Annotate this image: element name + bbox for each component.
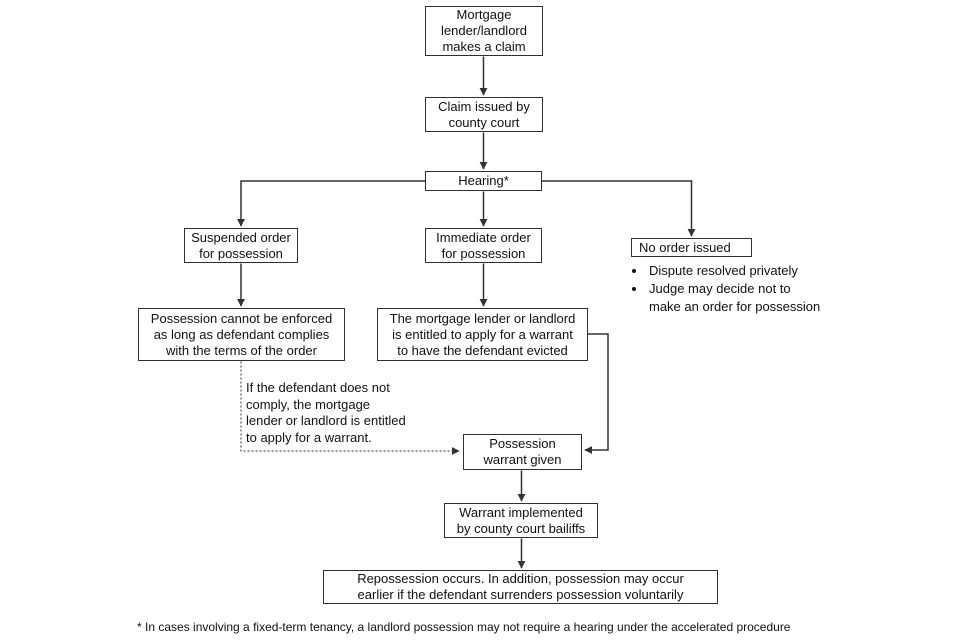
- non-compliance-note: If the defendant does not comply, the mo…: [246, 380, 416, 446]
- footnote: * In cases involving a fixed-term tenanc…: [137, 620, 791, 634]
- node-no-order-issued: No order issued: [631, 238, 752, 257]
- no-order-bullet: Judge may decide not to make an order fo…: [647, 280, 824, 316]
- node-claim-issued: Claim issued by county court: [425, 97, 543, 132]
- non-compliance-note-line: lender or landlord is entitled: [246, 413, 406, 428]
- connector-entitled-to-warrant-given: [584, 333, 609, 454]
- node-warrant-entitlement: The mortgage lender or landlord is entit…: [377, 308, 588, 361]
- connector-noncompliance-dotted: [240, 361, 460, 455]
- no-order-bullet-list: Dispute resolved privately Judge may dec…: [633, 262, 824, 316]
- non-compliance-note-line: If the defendant does not: [246, 380, 390, 395]
- node-repossession-occurs: Repossession occurs. In addition, posses…: [323, 570, 718, 604]
- node-immediate-order: Immediate order for possession: [425, 228, 542, 263]
- node-possession-warrant-given: Possession warrant given: [463, 434, 582, 470]
- non-compliance-note-line: to apply for a warrant.: [246, 429, 372, 445]
- node-hearing: Hearing*: [425, 171, 542, 191]
- node-mortgage-claim: Mortgage lender/landlord makes a claim: [425, 6, 543, 56]
- node-suspended-order: Suspended order for possession: [184, 228, 298, 263]
- connector-hearing-to-no-order: [541, 180, 696, 237]
- non-compliance-note-line: comply, the mortgage: [246, 396, 371, 412]
- no-order-bullet: Dispute resolved privately: [647, 262, 824, 280]
- node-warrant-implemented: Warrant implemented by county court bail…: [444, 503, 598, 538]
- connector-hearing-to-suspended: [237, 180, 426, 227]
- node-possession-not-enforced: Possession cannot be enforced as long as…: [138, 308, 345, 361]
